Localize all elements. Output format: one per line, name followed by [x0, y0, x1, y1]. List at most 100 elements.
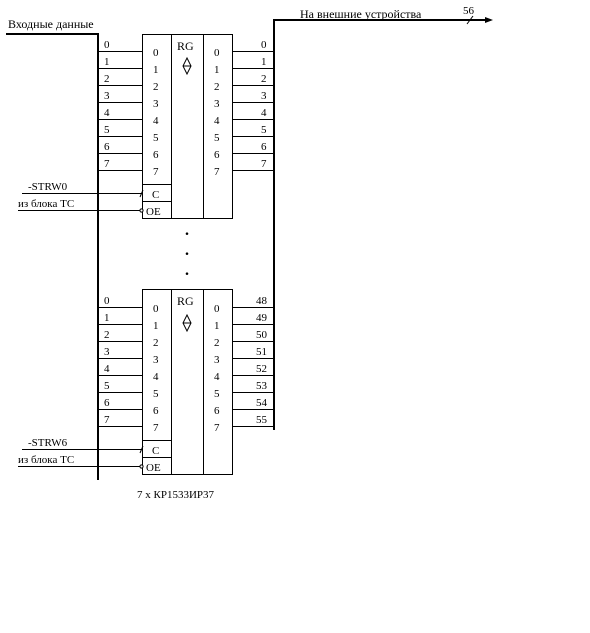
top-input-bit-6: 6 — [104, 141, 110, 153]
bottom-strobe-label: -STRW6 — [28, 437, 68, 449]
bottom-output-bit-52: 52 — [256, 363, 267, 375]
bottom-output-bit-53: 53 — [256, 380, 268, 392]
bottom-chip-in-bit-6: 6 — [153, 405, 159, 417]
bottom-chip-out-bit-2: 2 — [214, 337, 220, 349]
top-chip-out-bit-1: 1 — [214, 64, 220, 76]
bottom-input-bit-3: 3 — [104, 346, 110, 358]
bottom-oe-inverter-icon — [139, 464, 144, 469]
top-rg-label: RG — [177, 39, 194, 53]
top-output-bit-7: 7 — [261, 158, 267, 170]
top-output-bit-1: 1 — [261, 56, 267, 68]
top-oe-inverter-icon — [139, 208, 144, 213]
bottom-chip-in-bit-1: 1 — [153, 320, 159, 332]
bottom-rg-label: RG — [177, 294, 194, 308]
bottom-input-bit-6: 6 — [104, 397, 110, 409]
top-input-bit-7: 7 — [104, 158, 110, 170]
bottom-chip-in-bit-3: 3 — [153, 354, 159, 366]
bottom-chip-in-bit-7: 7 — [153, 422, 159, 434]
bottom-chip-out-bit-3: 3 — [214, 354, 220, 366]
input-bus-line — [6, 33, 99, 480]
bottom-chip-in-bit-2: 2 — [153, 337, 159, 349]
top-chip-body — [142, 34, 233, 219]
chip-caption: 7 х КР1533ИР37 — [137, 489, 215, 501]
bottom-input-bit-5: 5 — [104, 380, 110, 392]
top-chip-in-bit-2: 2 — [153, 81, 159, 93]
bottom-chip-out-bit-0: 0 — [214, 303, 220, 315]
output-bus-line — [273, 19, 485, 430]
top-clock-edge-icon — [139, 189, 144, 198]
top-chip-in-bit-7: 7 — [153, 166, 159, 178]
top-output-bit-0: 0 — [261, 39, 267, 51]
top-output-bit-2: 2 — [261, 73, 267, 85]
bottom-chip-out-bit-6: 6 — [214, 405, 220, 417]
bottom-output-bit-49: 49 — [256, 312, 268, 324]
top-input-pins — [98, 51, 142, 171]
bus-width-tick — [466, 15, 474, 25]
bottom-input-bit-7: 7 — [104, 414, 110, 426]
top-output-bit-3: 3 — [261, 90, 267, 102]
top-chip-in-bit-5: 5 — [153, 132, 159, 144]
bottom-output-bit-48: 48 — [256, 295, 268, 307]
top-output-bit-5: 5 — [261, 124, 267, 136]
bottom-chip-body — [142, 289, 233, 475]
bottom-output-bit-50: 50 — [256, 329, 268, 341]
top-chip-in-bit-3: 3 — [153, 98, 159, 110]
ellipsis-dot-3: . — [185, 262, 189, 279]
bottom-oe-label: OE — [146, 462, 161, 474]
top-chip-in-bit-1: 1 — [153, 64, 159, 76]
top-oe-label: OE — [146, 206, 161, 218]
external-devices-label: На внешние устройства — [300, 7, 422, 21]
ellipsis-dot-1: . — [185, 222, 189, 239]
bottom-input-bit-1: 1 — [104, 312, 110, 324]
top-input-bit-4: 4 — [104, 107, 110, 119]
bottom-input-bit-0: 0 — [104, 295, 110, 307]
input-data-label: Входные данные — [8, 17, 94, 31]
bottom-input-bit-4: 4 — [104, 363, 110, 375]
bottom-chip-out-bit-1: 1 — [214, 320, 220, 332]
bus-width-label: 56 — [463, 5, 475, 17]
top-diamond-icon — [182, 56, 192, 76]
top-strobe-label: -STRW0 — [28, 181, 68, 193]
output-bus-arrow — [485, 17, 493, 23]
ellipsis-dot-2: . — [185, 242, 189, 259]
top-chip-out-bit-7: 7 — [214, 166, 220, 178]
bottom-output-pins — [232, 307, 274, 427]
bottom-chip-out-bit-4: 4 — [214, 371, 220, 383]
top-tc-label: из блока ТС — [18, 198, 74, 210]
bottom-input-pins — [98, 307, 142, 427]
bottom-chip-out-bit-5: 5 — [214, 388, 220, 400]
top-chip-out-bit-4: 4 — [214, 115, 220, 127]
top-chip-out-bit-6: 6 — [214, 149, 220, 161]
top-c-label: C — [152, 189, 159, 201]
top-register: RG 0 1 2 3 4 5 6 7 0 1 2 3 4 5 6 7 — [18, 34, 274, 219]
bottom-diamond-icon — [182, 313, 192, 333]
top-output-bit-4: 4 — [261, 107, 267, 119]
top-chip-out-bit-0: 0 — [214, 47, 220, 59]
top-input-bit-3: 3 — [104, 90, 110, 102]
bottom-chip-in-bit-0: 0 — [153, 303, 159, 315]
top-input-bit-1: 1 — [104, 56, 110, 68]
bottom-tc-label: из блока ТС — [18, 454, 74, 466]
bottom-register: RG 0 1 2 3 4 5 6 7 0 1 2 3 4 5 6 7 0 — [18, 289, 274, 475]
top-input-bit-5: 5 — [104, 124, 110, 136]
bottom-output-bit-55: 55 — [256, 414, 268, 426]
bottom-chip-out-bit-7: 7 — [214, 422, 220, 434]
bottom-chip-in-bit-5: 5 — [153, 388, 159, 400]
bottom-chip-in-bit-4: 4 — [153, 371, 159, 383]
bottom-output-bit-51: 51 — [256, 346, 267, 358]
top-output-pins — [232, 51, 274, 171]
bottom-clock-edge-icon — [139, 445, 144, 454]
bottom-input-bit-2: 2 — [104, 329, 110, 341]
top-chip-in-bit-0: 0 — [153, 47, 159, 59]
top-input-bit-0: 0 — [104, 39, 110, 51]
top-chip-in-bit-4: 4 — [153, 115, 159, 127]
top-output-bit-6: 6 — [261, 141, 267, 153]
bottom-c-label: C — [152, 445, 159, 457]
top-chip-out-bit-3: 3 — [214, 98, 220, 110]
top-chip-out-bit-2: 2 — [214, 81, 220, 93]
top-chip-in-bit-6: 6 — [153, 149, 159, 161]
top-input-bit-2: 2 — [104, 73, 110, 85]
top-chip-out-bit-5: 5 — [214, 132, 220, 144]
